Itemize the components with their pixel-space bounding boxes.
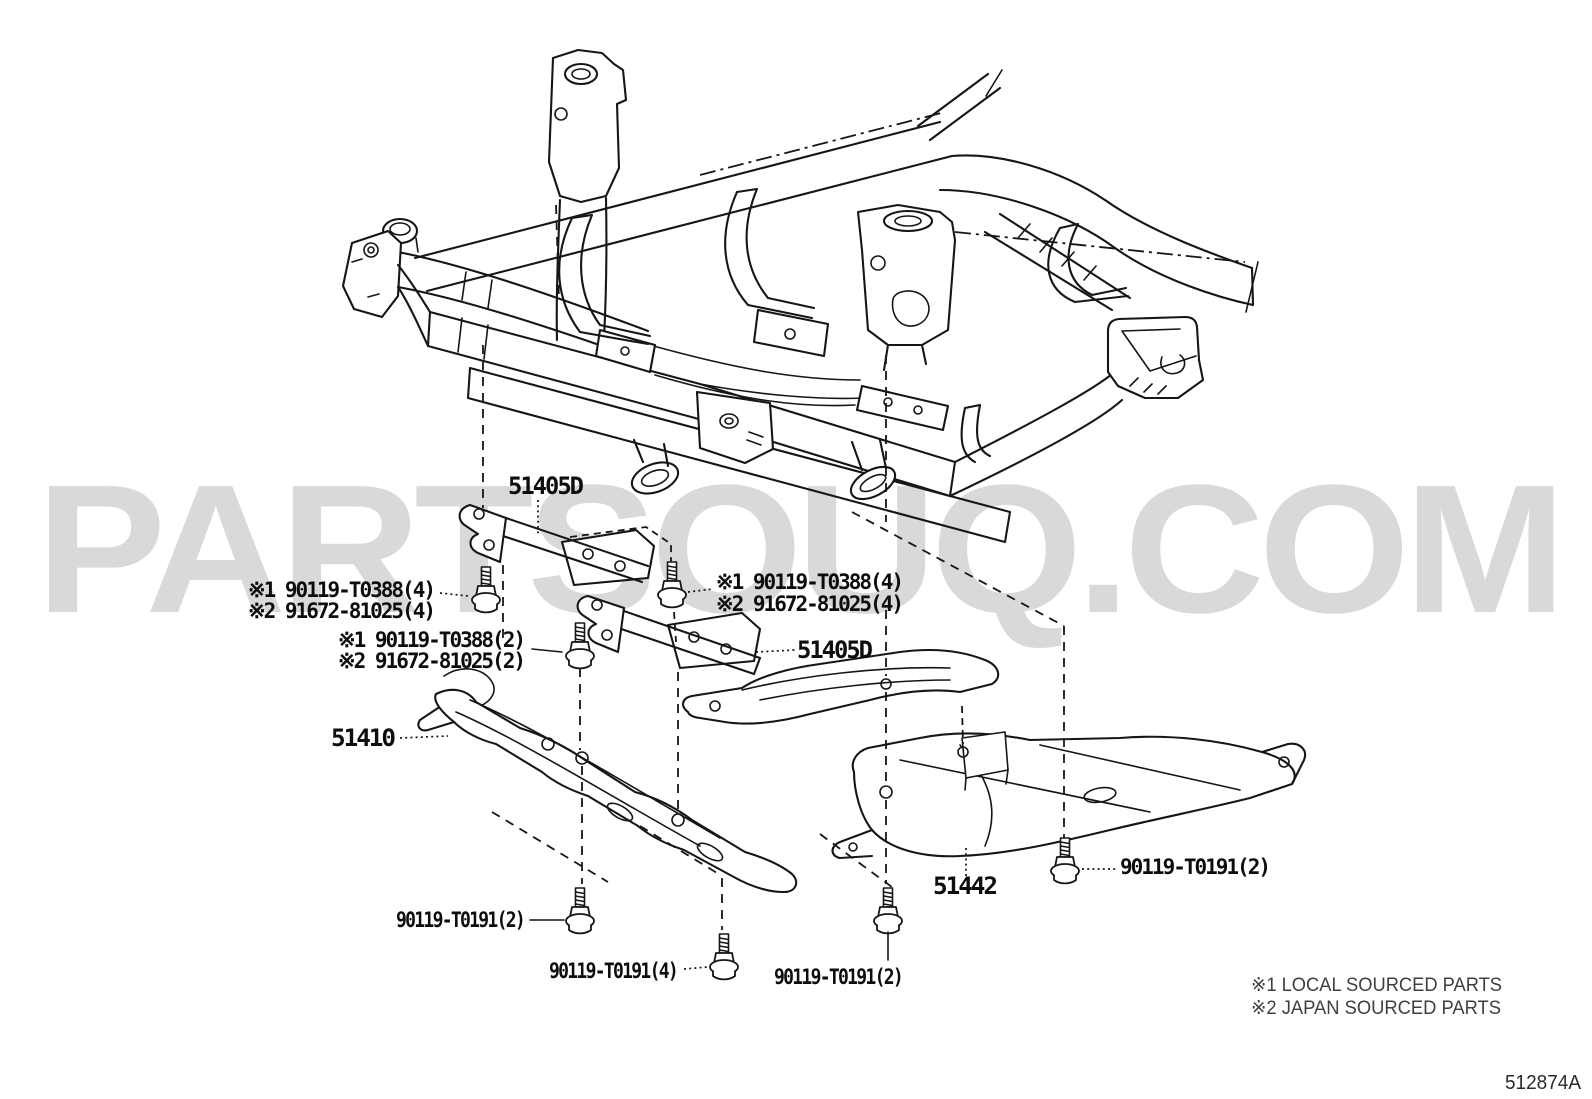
brace-upper-51405d-drawing	[458, 503, 656, 587]
footnotes: ※1 LOCAL SOURCED PARTS ※2 JAPAN SOURCED …	[1251, 975, 1582, 1094]
label-51405d-lower: 51405D	[797, 636, 873, 664]
label-51442: 51442	[933, 872, 997, 900]
label-bolt-group-top-left-1: ※1 90119-T0388(4)	[248, 578, 434, 602]
drawing-code: 512874A	[1505, 1072, 1582, 1094]
label-bolt-group-mid-left-1: ※1 90119-T0388(2)	[338, 628, 524, 652]
flange-bolt-icon	[709, 933, 739, 981]
label-bolt-group-top-right-1: ※1 90119-T0388(4)	[716, 570, 902, 594]
label-bolt-bottom-left: 90119-T0191(2)	[396, 908, 524, 932]
label-bolt-bottom-mid: 90119-T0191(2)	[774, 965, 902, 989]
label-51410: 51410	[331, 724, 396, 752]
watermark-text: PARTSOUQ.COM	[36, 446, 1560, 651]
projection-lines	[482, 345, 1065, 930]
flange-bolt-icon	[1050, 837, 1080, 885]
frame-assembly-drawing	[341, 48, 1259, 544]
footnote-japan-sourced: ※2 JAPAN SOURCED PARTS	[1251, 998, 1501, 1019]
label-bolt-group-top-right-2: ※2 91672-81025(4)	[716, 592, 902, 616]
engine-under-cover-51410-drawing	[417, 668, 798, 894]
label-bolt-group-top-left-2: ※2 91672-81025(4)	[248, 599, 434, 623]
leader-lines	[399, 500, 1117, 970]
label-bolt-group-mid-left-2: ※2 91672-81025(2)	[338, 649, 524, 673]
label-bolt-bottom-right: 90119-T0191(2)	[1120, 855, 1269, 879]
label-51405d-upper: 51405D	[508, 472, 584, 500]
footnote-local-sourced: ※1 LOCAL SOURCED PARTS	[1251, 975, 1502, 996]
flange-bolt-icon	[565, 887, 595, 935]
engine-under-cover-51442-drawing	[682, 649, 1307, 860]
labels: 51405D 51405D 51410 51442 ※1 90119-T0388…	[248, 472, 1271, 989]
label-bolt-bottom-center: 90119-T0191(4)	[549, 959, 677, 983]
flange-bolt-icon	[873, 887, 903, 935]
